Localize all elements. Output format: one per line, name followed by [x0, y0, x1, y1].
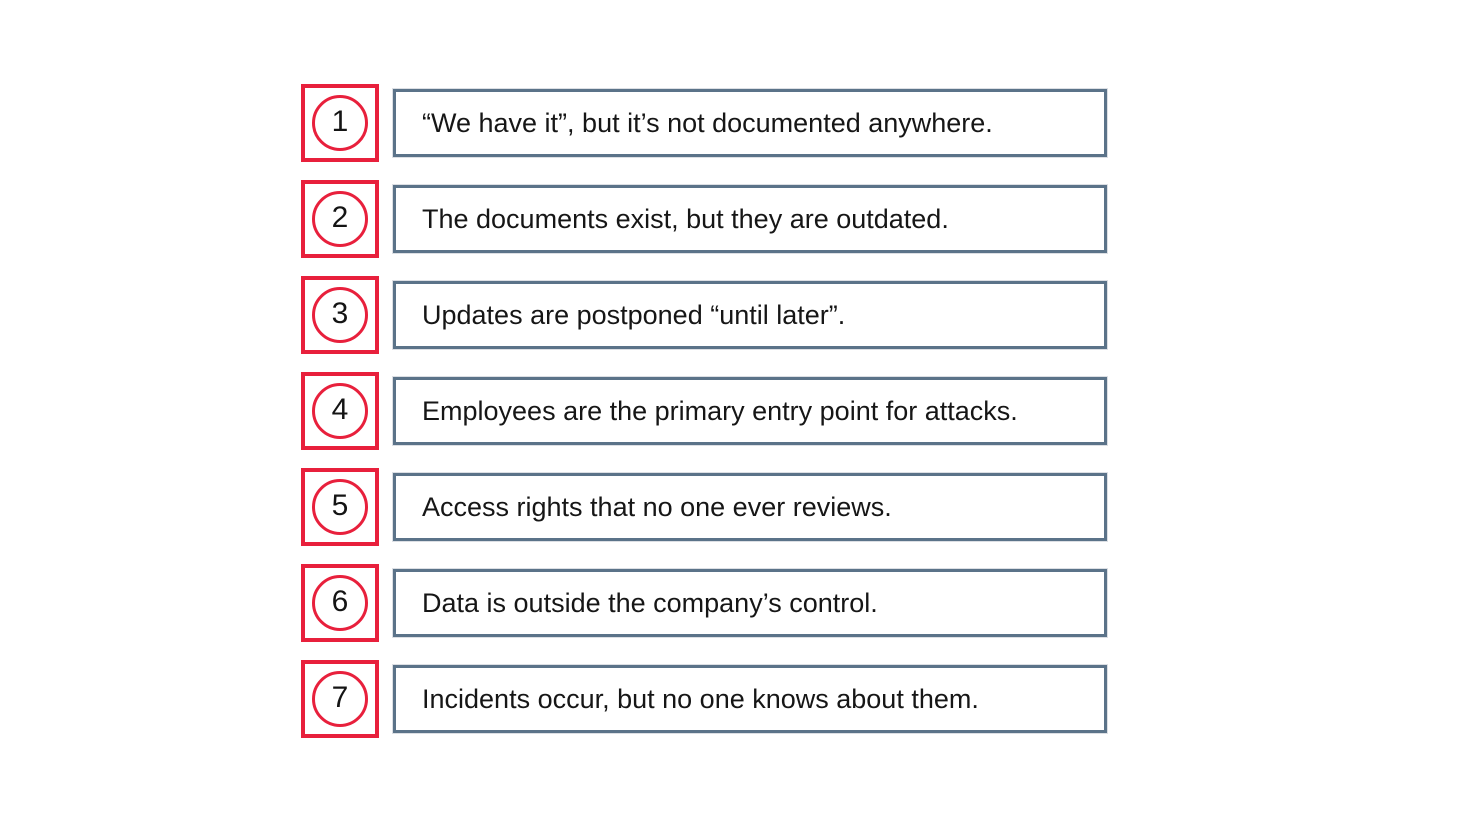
statement-text: Employees are the primary entry point fo…	[422, 395, 1018, 426]
statement-text: The documents exist, but they are outdat…	[422, 203, 949, 234]
statement-box-5: Access rights that no one ever reviews.	[393, 473, 1107, 541]
statement-box-3: Updates are postponed “until later”.	[393, 281, 1107, 349]
number-badge-7: 7	[301, 660, 379, 738]
number-circle-icon: 3	[312, 287, 368, 343]
number-badge-1: 1	[301, 84, 379, 162]
number-badge-4: 4	[301, 372, 379, 450]
spacer	[379, 219, 393, 220]
list-item: 3 Updates are postponed “until later”.	[301, 276, 1107, 354]
number-badge-3: 3	[301, 276, 379, 354]
spacer	[379, 123, 393, 124]
number-label: 5	[331, 489, 349, 522]
number-circle-icon: 5	[312, 479, 368, 535]
number-circle-icon: 2	[312, 191, 368, 247]
spacer	[379, 603, 393, 604]
spacer	[379, 315, 393, 316]
list-item: 2 The documents exist, but they are outd…	[301, 180, 1107, 258]
statement-text: Access rights that no one ever reviews.	[422, 491, 892, 522]
statement-box-2: The documents exist, but they are outdat…	[393, 185, 1107, 253]
list-item: 6 Data is outside the company’s control.	[301, 564, 1107, 642]
list-item: 7 Incidents occur, but no one knows abou…	[301, 660, 1107, 738]
statement-text: Data is outside the company’s control.	[422, 587, 878, 618]
number-label: 1	[331, 105, 349, 138]
statement-box-1: “We have it”, but it’s not documented an…	[393, 89, 1107, 157]
spacer	[379, 507, 393, 508]
number-badge-5: 5	[301, 468, 379, 546]
number-circle-icon: 1	[312, 95, 368, 151]
number-circle-icon: 4	[312, 383, 368, 439]
list-item: 1 “We have it”, but it’s not documented …	[301, 84, 1107, 162]
statement-box-7: Incidents occur, but no one knows about …	[393, 665, 1107, 733]
statement-box-6: Data is outside the company’s control.	[393, 569, 1107, 637]
statement-text: Updates are postponed “until later”.	[422, 299, 846, 330]
numbered-issue-list: 1 “We have it”, but it’s not documented …	[301, 84, 1107, 738]
list-item: 5 Access rights that no one ever reviews…	[301, 468, 1107, 546]
number-circle-icon: 6	[312, 575, 368, 631]
spacer	[379, 411, 393, 412]
spacer	[379, 699, 393, 700]
number-badge-2: 2	[301, 180, 379, 258]
number-label: 2	[331, 201, 349, 234]
number-label: 3	[331, 297, 349, 330]
number-label: 6	[331, 585, 349, 618]
number-circle-icon: 7	[312, 671, 368, 727]
number-label: 7	[331, 681, 349, 714]
statement-text: “We have it”, but it’s not documented an…	[422, 107, 993, 138]
statement-box-4: Employees are the primary entry point fo…	[393, 377, 1107, 445]
list-item: 4 Employees are the primary entry point …	[301, 372, 1107, 450]
statement-text: Incidents occur, but no one knows about …	[422, 683, 979, 714]
number-label: 4	[331, 393, 349, 426]
number-badge-6: 6	[301, 564, 379, 642]
